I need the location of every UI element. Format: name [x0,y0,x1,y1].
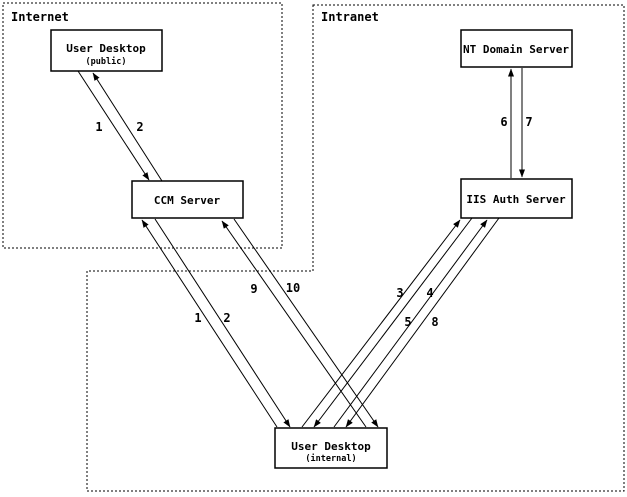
user-desktop-public-subtitle: (public) [86,56,127,67]
node-user-desktop-internal: User Desktop (internal) [274,427,388,469]
flow-label-2-top: 2 [136,120,143,134]
flow-label-1-bottom: 1 [194,311,201,325]
intranet-zone-border [86,4,625,492]
node-ccm-server: CCM Server [131,180,244,219]
flow-1-public-to-ccm-line [77,70,150,181]
user-desktop-internal-title: User Desktop [291,440,371,453]
nt-domain-server-title: NT Domain Server [463,43,569,56]
flow-10-ccm-to-internal-line [233,218,379,428]
nt-domain-server-box [460,29,573,68]
intranet-zone-label: Intranet [321,10,379,24]
internet-zone-border [2,2,283,249]
flow-2-ccm-to-public-line [92,72,163,182]
flow-label-8: 8 [431,315,438,329]
flow-label-5: 5 [404,315,411,329]
internet-zone-label: Internet [11,10,69,24]
user-desktop-public-title: User Desktop [66,42,146,55]
node-user-desktop-public: User Desktop (public) [50,29,163,72]
flow-9-internal-to-ccm-line [221,220,367,428]
user-desktop-internal-subtitle: (internal) [305,453,356,464]
user-desktop-public-box [50,29,163,72]
flow-8-iis-to-internal-line [345,217,500,428]
node-iis-auth-server: IIS Auth Server [460,178,573,219]
flow-label-9: 9 [250,282,257,296]
iis-auth-server-title: IIS Auth Server [466,193,566,206]
iis-auth-server-box [460,178,573,219]
flow-2-ccm-to-internal-line [154,218,291,428]
flow-label-1-top: 1 [95,120,102,134]
ccm-server-box [131,180,244,219]
flow-label-10: 10 [286,281,300,295]
flow-label-2-bottom: 2 [223,311,230,325]
ccm-server-title: CCM Server [154,194,221,207]
node-nt-domain-server: NT Domain Server [460,29,573,68]
flow-label-3: 3 [396,286,403,300]
flow-label-4: 4 [426,286,433,300]
flow-label-6: 6 [500,115,507,129]
flow-4-iis-to-internal-line [313,217,473,428]
flow-label-7: 7 [525,115,532,129]
flow-1-internal-to-ccm-line [141,219,278,428]
user-desktop-internal-box [274,427,388,469]
flow-5-internal-to-iis-line [333,219,488,428]
flow-3-internal-to-iis-line [301,219,461,428]
